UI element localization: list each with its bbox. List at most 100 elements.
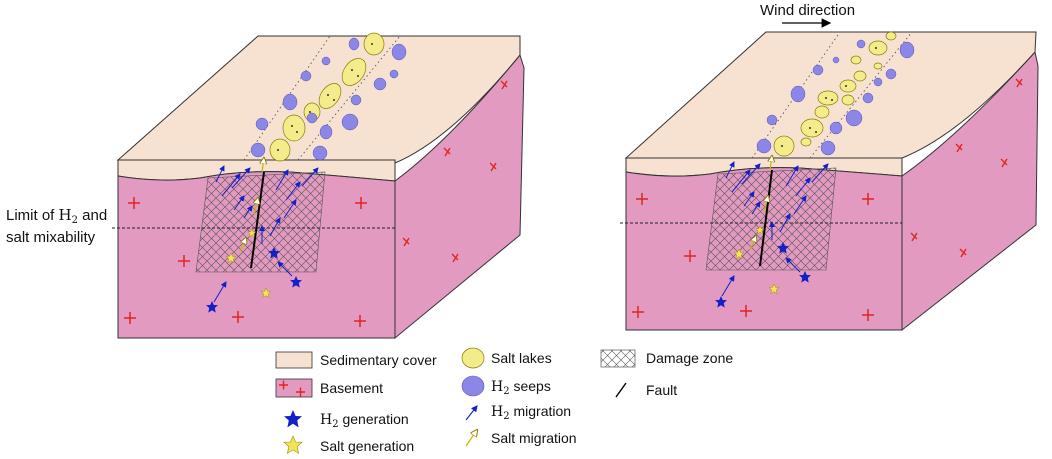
salt-generation-star bbox=[768, 283, 780, 295]
star-icon bbox=[284, 410, 302, 428]
legend-sedimentary-swatch bbox=[275, 351, 313, 369]
plus-cross-icon bbox=[232, 311, 244, 323]
legend-h2-generation-label: H2 generation bbox=[320, 411, 409, 430]
h2-migration-arrow bbox=[793, 195, 807, 215]
legend-sedimentary-label: Sedimentary cover bbox=[320, 352, 437, 368]
x-cross-icon bbox=[959, 248, 967, 258]
h2-generation-stars bbox=[206, 247, 302, 313]
h2-seep bbox=[389, 69, 399, 79]
h2-seep bbox=[899, 41, 915, 59]
x-cross-icon bbox=[910, 232, 918, 242]
h2-seep bbox=[300, 70, 312, 82]
limit-label-line2: salt mixability bbox=[6, 229, 96, 246]
plus-cross-icon bbox=[178, 255, 190, 267]
legend-h2-migration-label: H2 migration bbox=[491, 403, 571, 422]
x-cross-icon bbox=[489, 162, 497, 172]
salt-lake bbox=[269, 138, 291, 162]
h2-seep bbox=[862, 92, 874, 104]
salt-migration-arrow bbox=[254, 198, 258, 215]
salt-generation-star bbox=[733, 248, 745, 260]
h2-migration-arrow bbox=[233, 195, 245, 211]
x-cross-icon bbox=[955, 143, 963, 153]
legend-damage-zone-label: Damage zone bbox=[646, 350, 733, 366]
h2-generation-star bbox=[268, 247, 280, 259]
salt-migration-arrow bbox=[764, 196, 768, 213]
corridor-line bbox=[809, 31, 913, 159]
h2-seep bbox=[255, 117, 269, 131]
basement-side-face bbox=[394, 53, 525, 340]
plus-cross-icon bbox=[632, 306, 644, 318]
h2-seep bbox=[812, 64, 824, 76]
h2-migration-arrow bbox=[277, 261, 293, 277]
plus-cross-icon bbox=[128, 197, 140, 209]
wind-direction-annotation: Wind direction bbox=[760, 2, 855, 28]
h2-seeps bbox=[756, 39, 915, 156]
salt-lake bbox=[341, 58, 367, 86]
legend-salt-generation-label: Salt generation bbox=[320, 438, 414, 454]
h2-seep bbox=[373, 77, 387, 91]
basement-plus-crosses bbox=[124, 197, 367, 327]
fault-line bbox=[250, 171, 265, 269]
salt-lakes bbox=[773, 31, 897, 157]
h2-migration-arrow bbox=[741, 163, 761, 185]
fault-line-icon bbox=[615, 382, 627, 398]
plus-cross-icon bbox=[862, 309, 874, 321]
fault-line bbox=[759, 169, 773, 267]
h2-seeps bbox=[250, 37, 407, 161]
h2-generation-star bbox=[290, 276, 302, 288]
h2-seep bbox=[319, 124, 333, 140]
salt-lake bbox=[282, 114, 306, 142]
salt-lake bbox=[873, 62, 883, 70]
h2-migration-arrow bbox=[301, 167, 319, 187]
h2-migration-arrow bbox=[721, 275, 735, 297]
h2-seep bbox=[873, 77, 883, 87]
x-cross-icon bbox=[1000, 158, 1008, 168]
salt-generation-stars bbox=[733, 225, 780, 295]
plus-cross-icon bbox=[862, 193, 874, 205]
salt-lake bbox=[817, 90, 839, 106]
salt-lake-dots bbox=[277, 43, 373, 151]
h2-seep bbox=[350, 94, 362, 106]
salt-lake bbox=[868, 40, 888, 56]
plus-cross-icon bbox=[279, 380, 305, 397]
h2-migration-arrow bbox=[751, 201, 761, 215]
legend-fault-label: Fault bbox=[646, 382, 677, 398]
h2-migration-arrow bbox=[213, 281, 227, 303]
salt-lake bbox=[773, 135, 795, 157]
h2-migration-arrow bbox=[285, 181, 301, 201]
salt-generation-stars bbox=[225, 228, 272, 299]
salt-migration-arrow bbox=[262, 158, 264, 173]
h2-migration-arrow bbox=[785, 257, 801, 273]
salt-migration-arrows bbox=[239, 158, 264, 253]
basement-x-crosses bbox=[910, 78, 1023, 258]
h2-migration-arrows bbox=[213, 165, 319, 303]
h2-migration-arrow bbox=[779, 213, 791, 233]
x-cross-icon bbox=[500, 80, 508, 90]
x-cross-icon bbox=[451, 253, 459, 263]
x-cross-icon bbox=[402, 237, 410, 247]
plus-cross-icon bbox=[684, 250, 696, 262]
h2-seep bbox=[282, 93, 298, 111]
h2-migration-arrow bbox=[243, 205, 253, 219]
arrow-icon bbox=[465, 430, 477, 447]
h2-migration-arrow bbox=[725, 161, 735, 179]
salt-lake bbox=[839, 79, 857, 93]
salt-lake bbox=[885, 31, 897, 41]
h2-migration-arrow bbox=[269, 217, 281, 237]
h2-seep bbox=[766, 114, 778, 126]
legend-salt-lakes-label: Salt lakes bbox=[491, 350, 552, 366]
x-cross-icon bbox=[443, 147, 451, 157]
h2-seep bbox=[820, 140, 836, 156]
h2-seep bbox=[321, 56, 331, 66]
legend-basement-swatch bbox=[275, 378, 313, 398]
h2-seep bbox=[756, 138, 772, 154]
legend-h2-seeps-label: H2 seeps bbox=[491, 378, 551, 397]
h2-generation-star bbox=[799, 271, 811, 283]
ellipse-icon bbox=[461, 347, 485, 369]
hatch-icon bbox=[600, 349, 636, 368]
h2-migration-arrow bbox=[785, 165, 799, 187]
salt-lake bbox=[814, 105, 830, 119]
h2-generation-stars bbox=[715, 242, 811, 308]
plus-cross-icon bbox=[354, 315, 366, 327]
h2-migration-arrow bbox=[231, 167, 251, 189]
